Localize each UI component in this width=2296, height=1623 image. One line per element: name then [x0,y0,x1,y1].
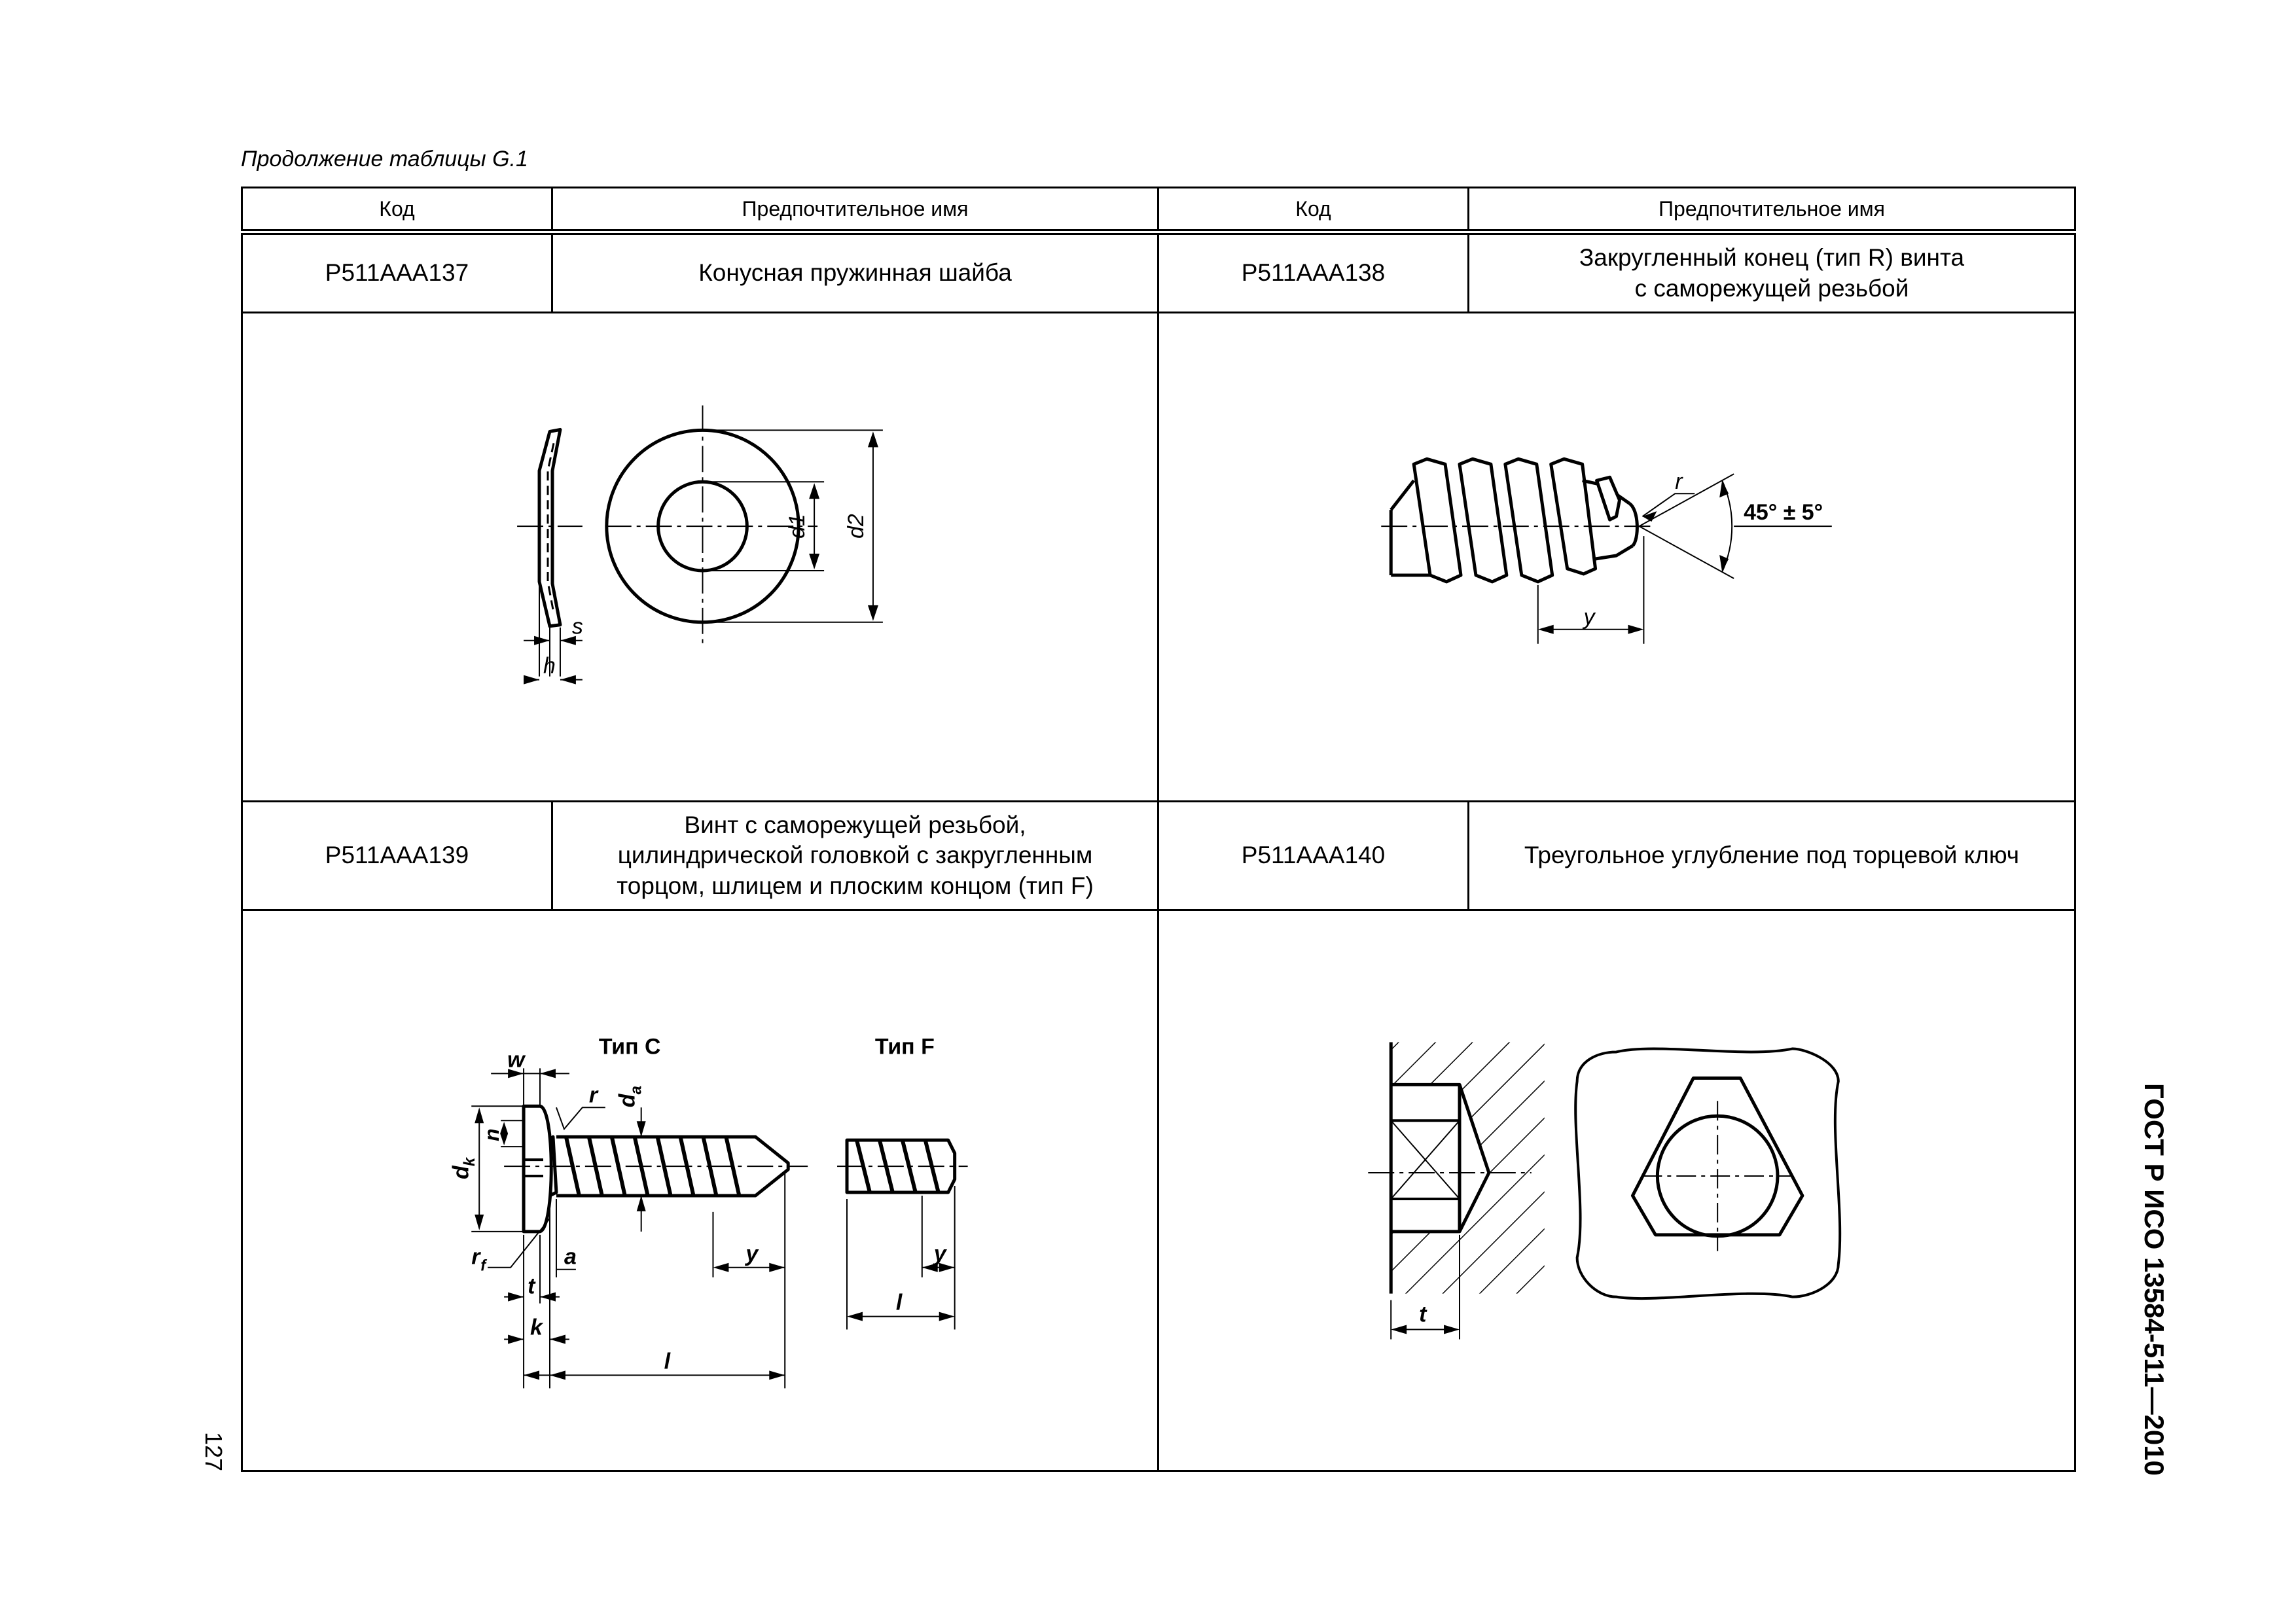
label-rf-sub: f [480,1257,487,1275]
label-t: t [528,1274,536,1299]
name-line: с саморежущей резьбой [1634,274,1909,302]
figure-cell-screw: Тип C Тип F [241,909,1159,1472]
header-code-2: Код [1157,187,1469,235]
name-line: Винт с саморежущей резьбой, [684,812,1026,839]
label-dk: d [448,1165,473,1179]
header-code-1: Код [241,187,553,235]
figure-cell-recess: t [1157,909,2076,1472]
label-y: y [1583,605,1596,630]
name-line: торцом, шлицем и плоским концом (тип F) [617,872,1094,899]
label-da: d [615,1093,640,1107]
code-cell: P511AAA137 [241,231,553,313]
label-angle: 45° ± 5° [1744,500,1823,525]
code-cell: P511AAA138 [1157,231,1469,313]
label-da-group: d a [615,1086,645,1107]
label-dk-sub: k [461,1156,478,1166]
figure-row: s h d1 d2 [241,312,2076,802]
figure-cell-r-end: r 45° ± 5° y [1157,312,2076,802]
label-y: y [744,1241,759,1266]
label-w: w [507,1047,526,1072]
label-d2: d2 [844,514,869,539]
label-rf: r [471,1245,481,1270]
tapping-screw-drawing: Тип C Тип F [448,1034,968,1389]
label-d1: d1 [785,514,810,539]
label-l: l [664,1349,671,1374]
rounded-r-end-drawing: r 45° ± 5° y [1381,457,1832,644]
label-type-f: Тип F [875,1034,935,1059]
name-cell: Винт с саморежущей резьбой, цилиндрическ… [551,800,1159,911]
label-n: n [480,1128,503,1141]
name-line: цилиндрической головкой с закругленным [617,842,1093,869]
header-name-1: Предпочтительное имя [551,187,1159,235]
name-cell: Закругленный конец (тип R) винта с самор… [1467,231,2076,313]
table-row: P511AAA137 Конусная пружинная шайба P511… [241,231,2076,313]
header-name-2: Предпочтительное имя [1467,187,2076,235]
label-a: a [564,1245,577,1270]
label-h: h [543,654,556,679]
table-row: P511AAA139 Винт с саморежущей резьбой, ц… [241,800,2076,911]
code-cell: P511AAA140 [1157,800,1469,911]
triangular-recess-drawing: t [1368,1042,1842,1340]
label-r: r [1675,469,1683,494]
label-r: r [589,1082,599,1107]
label-s: s [572,615,583,639]
figure-cell-washer: s h d1 d2 [241,312,1159,802]
name-cell: Треугольное углубление под торцевой ключ [1467,800,2076,911]
conical-spring-washer-drawing: s h d1 d2 [517,405,883,685]
label-rf-group: r f [471,1245,487,1275]
name-line: Закругленный конец (тип R) винта [1579,244,1965,272]
code-cell: P511AAA139 [241,800,553,911]
table-header-row: Код Предпочтительное имя Код Предпочтите… [241,187,2076,235]
label-k: k [530,1315,544,1340]
table-g1: Код Предпочтительное имя Код Предпочтите… [241,187,2076,1472]
label-type-c: Тип C [599,1034,661,1059]
name-cell: Конусная пружинная шайба [551,231,1159,313]
document-standard-title: ГОСТ Р ИСО 13584-511—2010 [2139,1083,2170,1476]
label-t: t [1419,1302,1427,1327]
label-y2: y [933,1241,948,1266]
label-da-sub: a [628,1086,645,1094]
figure-row: Тип C Тип F [241,909,2076,1472]
table-caption: Продолжение таблицы G.1 [241,147,528,171]
label-l2: l [896,1291,903,1315]
page-number: 127 [200,1432,227,1472]
label-dk-group: d k [448,1156,478,1179]
